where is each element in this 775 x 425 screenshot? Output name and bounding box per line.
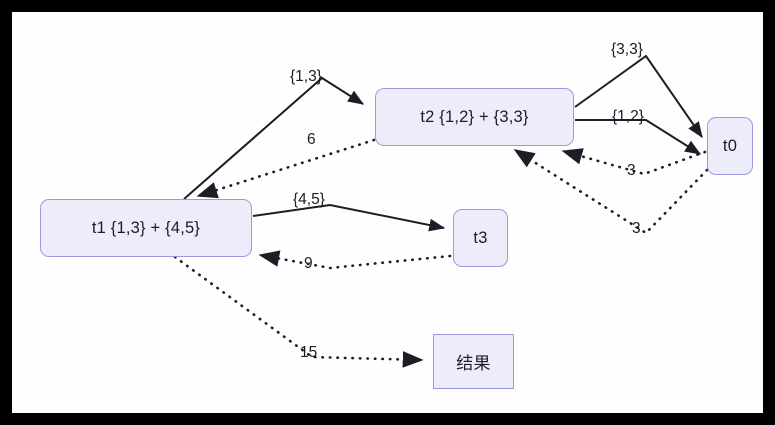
node-t1[interactable]: t1 {1,3} + {4,5} bbox=[40, 199, 252, 257]
edge-t3-to-t1 bbox=[258, 250, 452, 270]
edge-t1-to-result bbox=[173, 255, 424, 368]
edge-label-t3-to-t1: 9 bbox=[304, 255, 313, 272]
node-t2[interactable]: t2 {1,2} + {3,3} bbox=[375, 88, 574, 146]
node-result-label: 结果 bbox=[456, 354, 491, 373]
node-t0[interactable]: t0 bbox=[707, 117, 753, 175]
edge-label-t2-to-t0-upper: {3,3} bbox=[611, 41, 643, 58]
edge-label-t2-to-t1: 6 bbox=[307, 131, 316, 148]
edge-t1-to-t2 bbox=[183, 76, 365, 200]
edge-label-t0-to-t2-upper: 3 bbox=[627, 162, 636, 179]
edge-layer bbox=[173, 54, 709, 368]
node-t1-label: t1 {1,3} + {4,5} bbox=[91, 218, 201, 237]
edge-t2-to-t0-lower bbox=[575, 119, 702, 155]
node-t0-label: t0 bbox=[722, 136, 738, 155]
edge-t2-to-t0-upper bbox=[574, 54, 703, 138]
node-t3[interactable]: t3 bbox=[453, 209, 508, 267]
node-t3-label: t3 bbox=[473, 228, 488, 247]
node-result[interactable]: 结果 bbox=[433, 334, 514, 389]
edge-t0-to-t2-lower bbox=[513, 148, 709, 235]
edge-t1-to-t3 bbox=[252, 203, 446, 232]
edge-t0-to-t2-upper bbox=[561, 148, 707, 176]
edge-label-t1-to-t2: {1,3} bbox=[290, 68, 322, 85]
edge-label-t2-to-t0-lower: {1,2} bbox=[612, 108, 644, 125]
node-t2-label: t2 {1,2} + {3,3} bbox=[420, 107, 529, 126]
diagram-canvas: t1 {1,3} + {4,5} t2 {1,2} + {3,3} t0 t3 … bbox=[12, 12, 763, 413]
edge-label-t1-to-result: 15 bbox=[300, 344, 318, 361]
edge-label-t1-to-t3: {4,5} bbox=[293, 191, 325, 208]
edge-label-t0-to-t2-lower: 3 bbox=[632, 220, 641, 237]
edge-t2-to-t1 bbox=[196, 138, 376, 199]
